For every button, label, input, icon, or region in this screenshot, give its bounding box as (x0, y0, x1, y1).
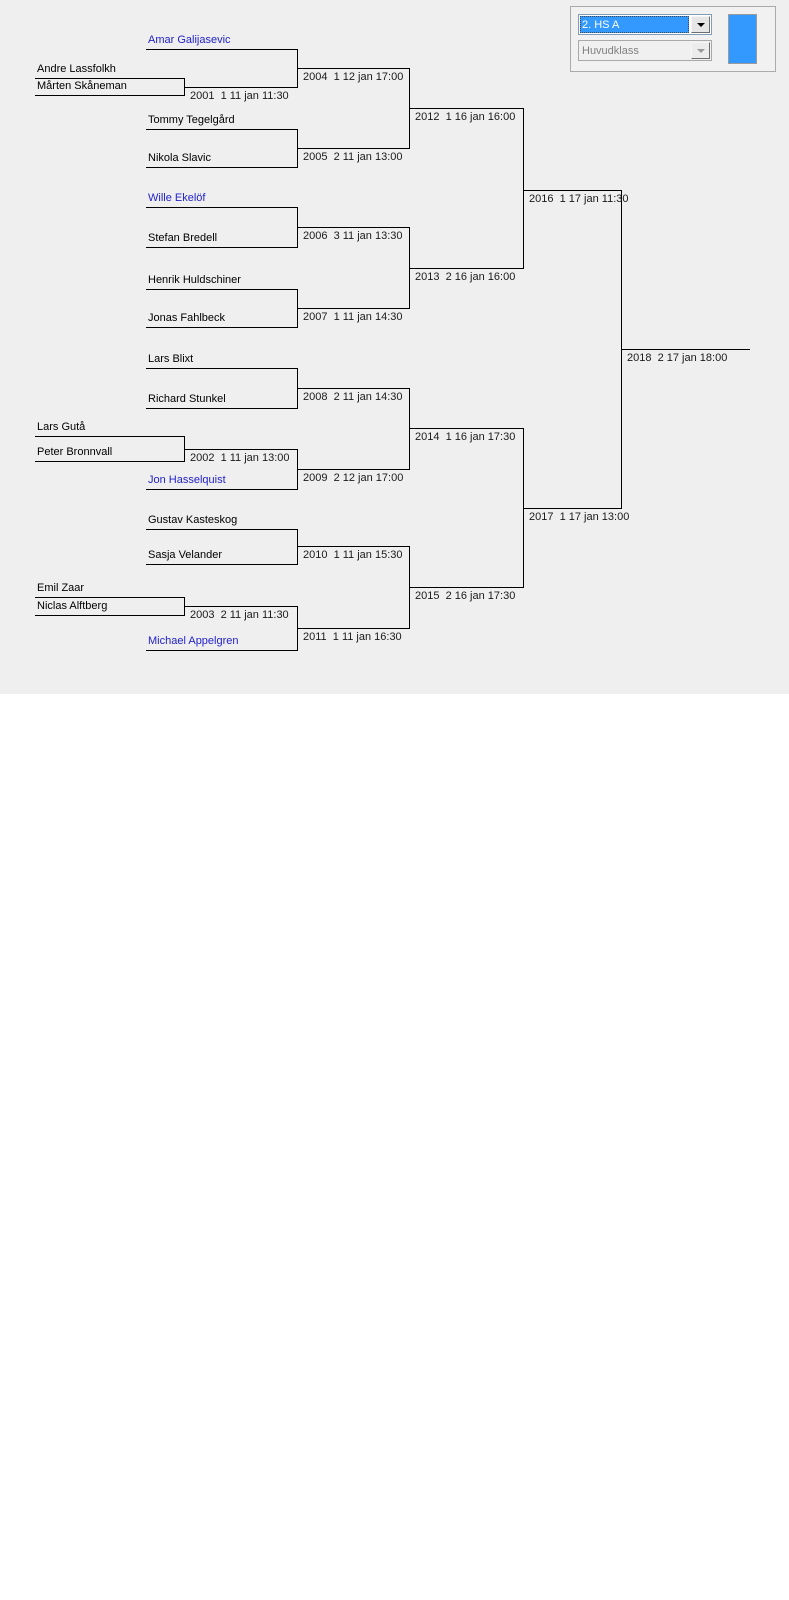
match-label-2001: 2001 1 11 jan 11:30 (190, 90, 289, 102)
bracket-line-h (297, 148, 409, 149)
bracket-line-h (146, 327, 297, 328)
chevron-down-icon (696, 22, 705, 27)
bracket-line-h (146, 207, 297, 208)
player-gustav-kasteskog: Gustav Kasteskog (148, 514, 238, 526)
bracket-line-v (297, 529, 298, 565)
bracket-line-h (35, 95, 185, 96)
class-type-dropdown-button (691, 42, 710, 59)
bracket-line-h (35, 615, 185, 616)
player-sasja-velander: Sasja Velander (148, 549, 222, 561)
match-label-2006: 2006 3 11 jan 13:30 (303, 230, 403, 242)
bracket-line-h (146, 368, 297, 369)
bracket-line-h (409, 268, 523, 269)
bracket-line-h (297, 388, 409, 389)
bracket-line-h (409, 108, 523, 109)
bracket-line-h (146, 247, 297, 248)
match-label-2004: 2004 1 12 jan 17:00 (303, 71, 404, 83)
bracket-line-h (146, 167, 297, 168)
bracket-line-h (297, 546, 409, 547)
player-lars-guta: Lars Gutå (37, 421, 86, 433)
match-label-2011: 2011 1 11 jan 16:30 (303, 631, 402, 643)
class-color-swatch (728, 14, 757, 64)
bracket-line-h (184, 87, 297, 88)
bracket-line-h (146, 564, 297, 565)
player-henrik-huldschiner: Henrik Huldschiner (148, 274, 241, 286)
bracket-line-h (146, 49, 297, 50)
match-label-2015: 2015 2 16 jan 17:30 (415, 590, 516, 602)
tournament-draw-area: Andre Lassfolkh Mårten Skåneman Lars Gut… (0, 0, 789, 694)
class-select-value: 2. HS A (580, 16, 689, 33)
player-stefan-bredell: Stefan Bredell (148, 232, 218, 244)
bracket-line-h (621, 349, 750, 350)
bracket-line-h (184, 606, 297, 607)
player-niclas-alftberg: Niclas Alftberg (37, 600, 108, 612)
bracket-line-h (146, 289, 297, 290)
match-label-2012: 2012 1 16 jan 16:00 (415, 111, 516, 123)
match-label-2003: 2003 2 11 jan 11:30 (190, 609, 289, 621)
bracket-line-h (297, 68, 409, 69)
bracket-line-v (523, 108, 524, 269)
bracket-line-h (297, 628, 409, 629)
bracket-line-h (146, 129, 297, 130)
match-label-2008: 2008 2 11 jan 14:30 (303, 391, 403, 403)
player-marten-skaneman: Mårten Skåneman (37, 80, 127, 92)
player-peter-bronnvall: Peter Bronnvall (37, 446, 113, 458)
match-label-2002: 2002 1 11 jan 13:00 (190, 452, 290, 464)
player-michael-appelgren[interactable]: Michael Appelgren (148, 635, 239, 647)
class-select-dropdown-button[interactable] (691, 16, 710, 33)
bracket-line-h (523, 190, 621, 191)
bracket-line-h (35, 461, 185, 462)
bracket-line-h (146, 650, 297, 651)
class-type-select: Huvudklass (578, 40, 712, 61)
class-selector-panel: 2. HS A Huvudklass (570, 6, 776, 72)
match-label-2018: 2018 2 17 jan 18:00 (627, 352, 728, 364)
bracket-line-h (35, 78, 185, 79)
chevron-down-icon (696, 48, 705, 53)
match-label-2016: 2016 1 17 jan 11:30 (529, 193, 629, 205)
player-lars-blixt: Lars Blixt (148, 353, 194, 365)
player-richard-stunkel: Richard Stunkel (148, 393, 226, 405)
player-wille-ekelof[interactable]: Wille Ekelöf (148, 192, 206, 204)
bracket-line-h (409, 587, 523, 588)
bracket-line-h (146, 529, 297, 530)
bracket-line-v (409, 388, 410, 470)
bracket-line-h (297, 227, 409, 228)
match-label-2017: 2017 1 17 jan 13:00 (529, 511, 630, 523)
player-jon-hasselquist[interactable]: Jon Hasselquist (148, 474, 226, 486)
bracket-line-h (35, 597, 185, 598)
class-select[interactable]: 2. HS A (578, 14, 712, 35)
player-emil-zaar: Emil Zaar (37, 582, 85, 594)
player-jonas-fahlbeck: Jonas Fahlbeck (148, 312, 226, 324)
player-tommy-tegelgard: Tommy Tegelgård (148, 114, 235, 126)
player-andre-lassfolkh: Andre Lassfolkh (37, 63, 116, 75)
match-label-2010: 2010 1 11 jan 15:30 (303, 549, 403, 561)
bracket-line-h (146, 408, 297, 409)
bracket-line-h (297, 469, 409, 470)
bracket-line-h (409, 428, 523, 429)
class-type-select-value: Huvudklass (582, 45, 639, 57)
player-nikola-slavic: Nikola Slavic (148, 152, 211, 164)
bracket-line-h (523, 508, 621, 509)
bracket-line-h (184, 449, 297, 450)
match-label-2013: 2013 2 16 jan 16:00 (415, 271, 516, 283)
bracket-line-h (297, 308, 409, 309)
match-label-2014: 2014 1 16 jan 17:30 (415, 431, 516, 443)
match-label-2009: 2009 2 12 jan 17:00 (303, 472, 404, 484)
bracket-line-h (146, 489, 297, 490)
player-amar-galijasevic[interactable]: Amar Galijasevic (148, 34, 231, 46)
match-label-2005: 2005 2 11 jan 13:00 (303, 151, 403, 163)
match-label-2007: 2007 1 11 jan 14:30 (303, 311, 403, 323)
bracket-line-h (35, 436, 185, 437)
